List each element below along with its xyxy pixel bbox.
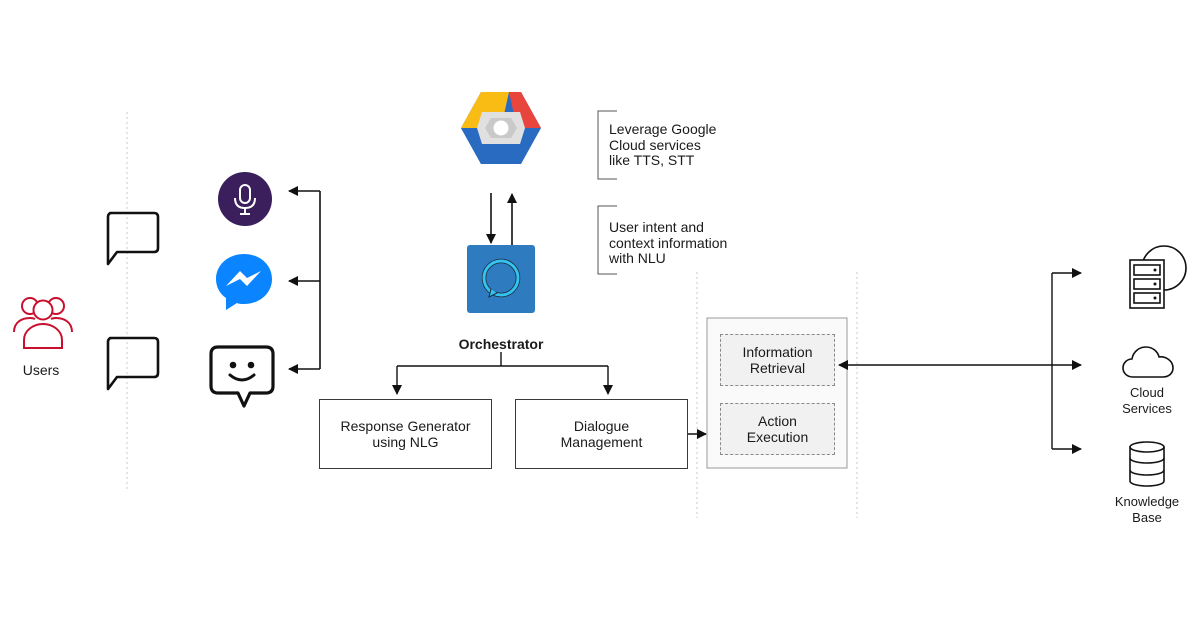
- orchestrator-label: Orchestrator: [458, 336, 544, 352]
- database-icon: [1129, 441, 1165, 487]
- users-icon: [13, 297, 73, 349]
- google-cloud-icon: [461, 92, 541, 164]
- dialogue-management-box: Dialogue Management: [515, 399, 688, 469]
- channel-arrows: [288, 186, 321, 374]
- users-label: Users: [22, 362, 60, 378]
- google-cloud-note: Leverage Google Cloud services like TTS,…: [609, 121, 717, 168]
- knowledge-base-label: Knowledge Base: [1114, 494, 1180, 525]
- orchestrator-fork: [392, 352, 613, 395]
- cloud-services-label: Cloud Services: [1122, 385, 1172, 416]
- chat-bubble-icon: [106, 336, 160, 391]
- response-generator-box: Response Generator using NLG: [319, 399, 492, 469]
- dotted-separators: [126, 112, 858, 518]
- action-execution-box: Action Execution: [720, 403, 835, 455]
- chat-bubble-icon: [106, 211, 160, 266]
- cloud-icon: [1122, 346, 1174, 378]
- resource-fan-arrows: [1051, 268, 1082, 454]
- alexa-icon: [467, 245, 535, 313]
- server-icon: [1129, 245, 1187, 309]
- messenger-icon[interactable]: [213, 252, 275, 312]
- microphone-icon[interactable]: [217, 171, 273, 227]
- nlu-note: User intent and context information with…: [609, 219, 728, 266]
- cloud-alexa-arrows: [486, 193, 517, 245]
- note-brackets: [597, 110, 617, 275]
- information-retrieval-box: Information Retrieval: [720, 334, 835, 386]
- chatbot-smiley-icon[interactable]: [208, 344, 276, 410]
